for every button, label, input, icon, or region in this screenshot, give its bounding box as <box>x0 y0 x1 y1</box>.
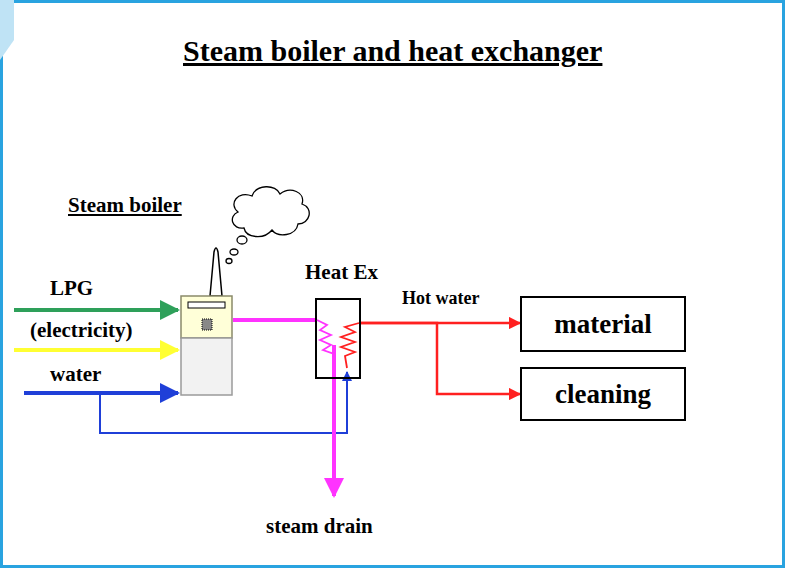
smoke-cloud <box>226 187 309 264</box>
steam-coil <box>317 320 334 358</box>
box-label: material <box>554 309 651 340</box>
lpg-line <box>14 308 178 312</box>
process-box: cleaning <box>520 367 686 421</box>
input-label: (electricity) <box>30 318 133 343</box>
steam-boiler: Steam boiler <box>180 295 233 396</box>
heat-exchanger: Heat Ex <box>315 298 361 379</box>
output-label: steam drain <box>266 514 373 539</box>
input-label: water <box>50 362 101 387</box>
box-label: cleaning <box>555 379 651 410</box>
steam-drain-line <box>332 345 336 496</box>
steam-pipe <box>233 318 315 322</box>
electricity-line <box>14 348 178 352</box>
process-box: material <box>520 296 686 352</box>
input-label: LPG <box>50 276 93 301</box>
slide-title: Steam boiler and heat exchanger <box>183 34 602 68</box>
node-heading: Steam boiler <box>68 193 182 218</box>
chimney <box>210 248 222 296</box>
water-coil <box>341 323 359 368</box>
hot-water-pipe <box>361 323 520 394</box>
pipe-label: Hot water <box>400 288 481 309</box>
frame-corner <box>0 0 14 60</box>
boiler-shape <box>180 295 233 396</box>
node-heading: Heat Ex <box>305 260 378 285</box>
heat-exchanger-shape <box>315 298 361 379</box>
